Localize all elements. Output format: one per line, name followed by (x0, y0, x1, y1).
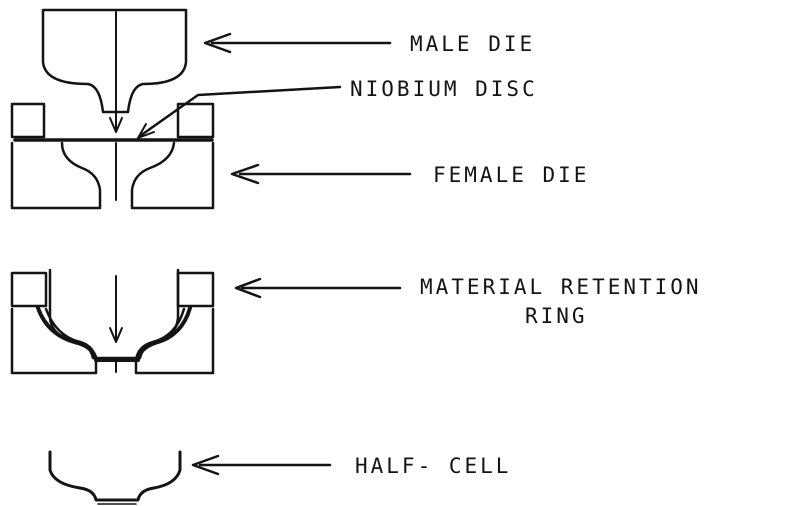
label-niobium-disc: NIOBIUM DISC (350, 77, 538, 101)
arrow-niobium-disc (138, 87, 340, 138)
label-retention-ring-line1: MATERIAL RETENTION (420, 275, 702, 299)
label-half-cell: HALF- CELL (355, 454, 511, 478)
retention-ring-stage1 (12, 104, 213, 137)
label-male-die: MALE DIE (410, 32, 535, 56)
half-cell-shape (50, 452, 180, 504)
arrow-half-cell (193, 456, 330, 474)
arrow-female-die (232, 165, 410, 183)
drawing-stage2 (12, 270, 213, 373)
arrow-male-die (205, 34, 390, 52)
label-retention-ring-line2: RING (525, 304, 588, 328)
arrow-retention-ring (236, 279, 400, 297)
male-die (43, 10, 186, 132)
label-female-die: FEMALE DIE (433, 163, 589, 187)
female-die-stage1 (12, 143, 213, 208)
